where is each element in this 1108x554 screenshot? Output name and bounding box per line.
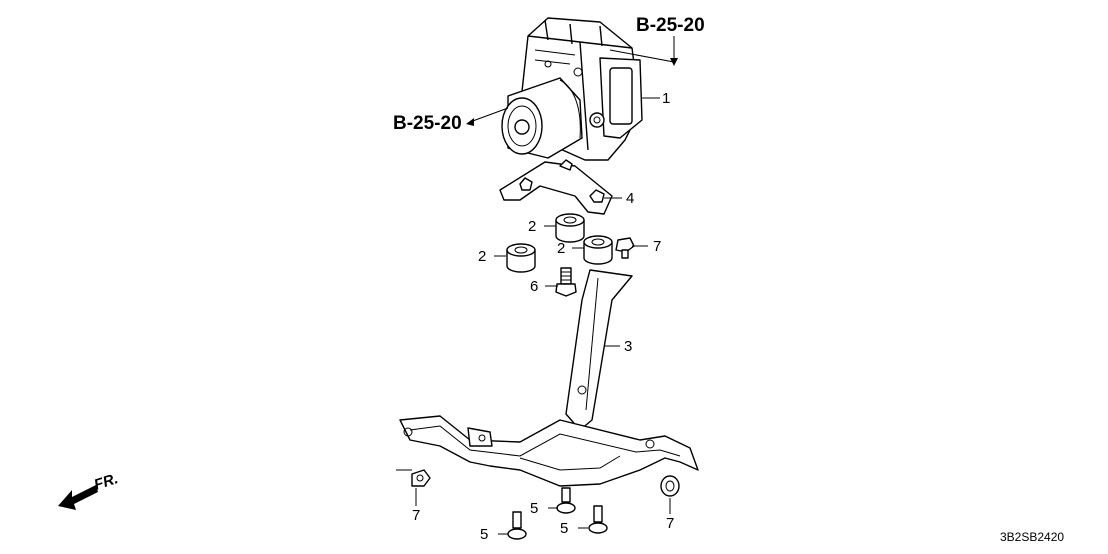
- diagram-code: 3B2SB2420: [1000, 530, 1064, 544]
- front-label: FR.: [92, 470, 120, 494]
- reference-label-left[interactable]: B-25-20: [393, 113, 462, 134]
- callout-7-bottom-right: 7: [666, 515, 674, 532]
- callout-2-left: 2: [478, 248, 486, 265]
- front-direction-indicator: FR.: [58, 470, 120, 510]
- bolt-upper[interactable]: [556, 487, 576, 514]
- bracket[interactable]: [399, 269, 699, 487]
- callout-1: 1: [662, 90, 670, 107]
- callout-2-upper: 2: [528, 218, 536, 235]
- callout-4: 4: [626, 190, 634, 207]
- callout-5-lower-right: 5: [560, 520, 568, 537]
- flange-nut-bottom-left[interactable]: [411, 469, 431, 487]
- flange-nut-bottom-right[interactable]: [660, 475, 680, 497]
- stud-bolt[interactable]: [555, 267, 577, 297]
- arrowhead-top: [670, 58, 678, 66]
- arrowhead-left: [466, 118, 474, 126]
- grommet-middle[interactable]: [583, 235, 613, 265]
- callout-5-upper: 5: [530, 500, 538, 517]
- callout-6: 6: [530, 278, 538, 295]
- callout-5-lower-left: 5: [480, 526, 488, 543]
- grommet-upper[interactable]: [555, 213, 585, 243]
- mount-plate[interactable]: [499, 159, 613, 215]
- callout-2-middle: 2: [557, 240, 565, 257]
- abs-modulator-unit[interactable]: [501, 17, 643, 161]
- bolt-lower-right[interactable]: [588, 505, 608, 534]
- bolt-lower-left[interactable]: [507, 511, 527, 540]
- callout-3: 3: [624, 338, 632, 355]
- flange-bolt-right[interactable]: [615, 237, 635, 259]
- reference-label-top[interactable]: B-25-20: [636, 15, 705, 36]
- callout-7-right: 7: [653, 238, 661, 255]
- front-arrow-icon: [58, 485, 98, 510]
- callout-7-bottom-left: 7: [412, 507, 420, 524]
- grommet-left[interactable]: [506, 243, 536, 273]
